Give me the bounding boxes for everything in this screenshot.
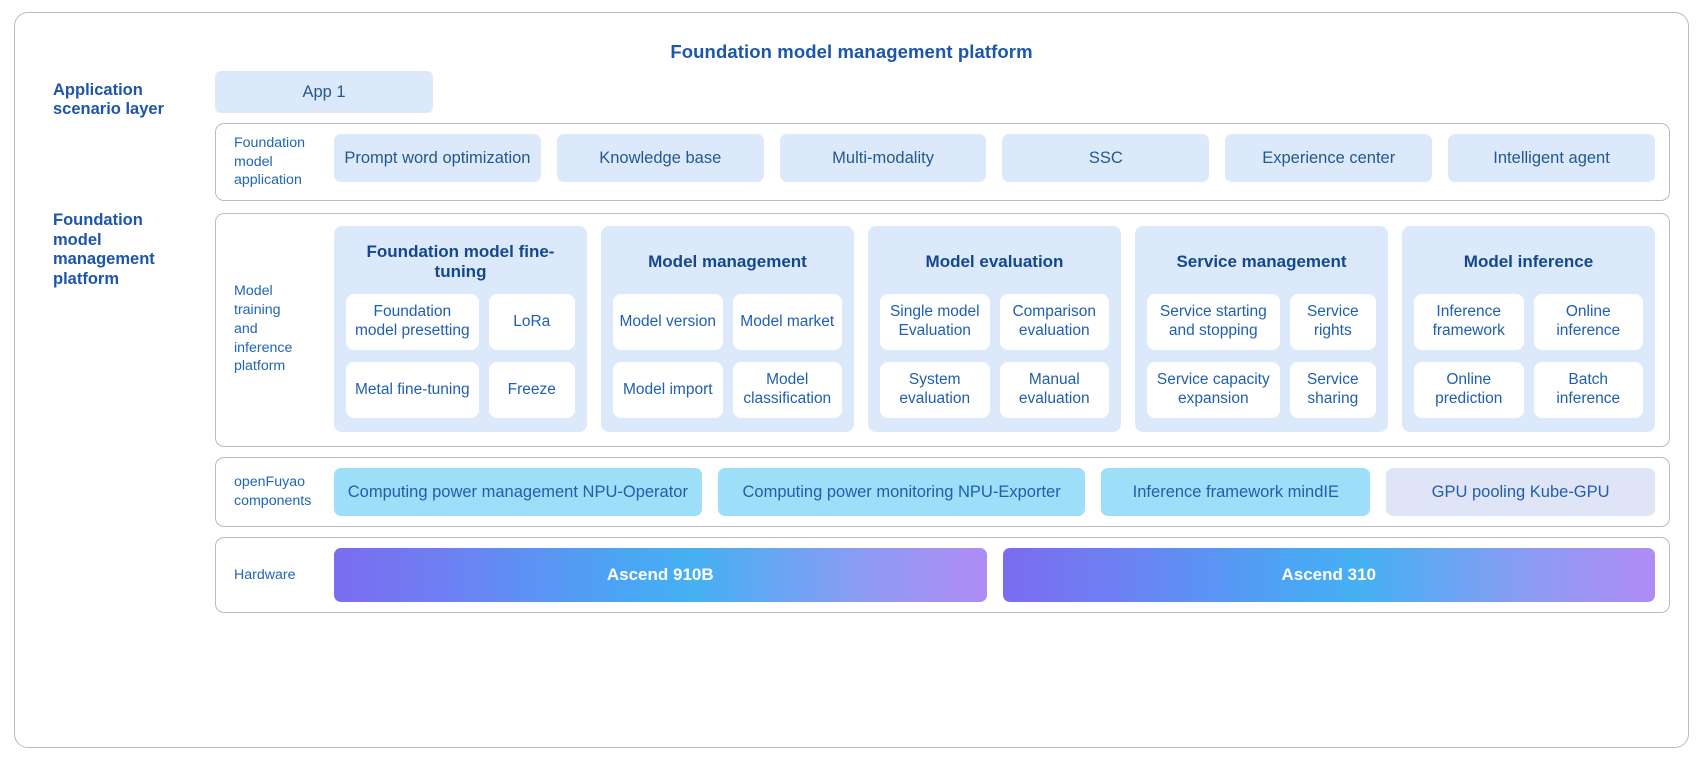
- tile-comparison-evaluation[interactable]: Comparison evaluation: [999, 294, 1109, 351]
- column-service-management: Service management Service starting and …: [1135, 226, 1388, 433]
- foundation-model-application-items: Prompt word optimization Knowledge base …: [334, 134, 1655, 190]
- foundation-model-management-platform-label: Foundation model management platform: [33, 201, 215, 289]
- tile-service-rights[interactable]: Service rights: [1289, 294, 1376, 351]
- tile-row: Inference framework Online inference: [1414, 294, 1643, 351]
- column-model-evaluation: Model evaluation Single model Evaluation…: [868, 226, 1121, 433]
- column-foundation-model-fine-tuning: Foundation model fine-tuning Foundation …: [334, 226, 587, 433]
- fuyao-item-inference-framework-mindie[interactable]: Inference framework mindIE: [1101, 468, 1371, 517]
- fuyao-item-npu-operator[interactable]: Computing power management NPU-Operator: [334, 468, 702, 517]
- hardware-band: Hardware Ascend 910B Ascend 310: [215, 537, 1670, 614]
- tile-row: Online prediction Batch inference: [1414, 362, 1643, 419]
- tile-model-import[interactable]: Model import: [613, 362, 723, 419]
- tile-lora[interactable]: LoRa: [488, 294, 575, 351]
- column-title-model-management: Model management: [648, 252, 807, 271]
- foundation-model-management-platform-layer: Foundation model management platform Mod…: [33, 201, 1670, 614]
- fma-item-knowledge-base[interactable]: Knowledge base: [556, 134, 764, 182]
- model-training-and-inference-platform-label: Model training and inference platform: [230, 226, 334, 432]
- tile-metal-fine-tuning[interactable]: Metal fine-tuning: [346, 362, 479, 419]
- mtip-label-line3: and: [234, 320, 258, 337]
- fmmp-label-line1: Foundation: [53, 211, 143, 230]
- openfuyao-components-items: Computing power management NPU-Operator …: [334, 468, 1655, 517]
- fuyao-item-npu-exporter[interactable]: Computing power monitoring NPU-Exporter: [717, 468, 1086, 517]
- mtip-label-line4: inference: [234, 339, 293, 356]
- fma-label-line3: application: [234, 172, 302, 189]
- application-scenario-layer: Application scenario layer App 1 Foundat…: [33, 71, 1670, 202]
- tile-row: Model version Model market: [613, 294, 842, 351]
- tile-foundation-model-presetting[interactable]: Foundation model presetting: [346, 294, 479, 351]
- foundation-model-management-platform-body: Model training and inference platform Fo…: [215, 201, 1670, 614]
- openfuyao-label-line2: components: [234, 493, 312, 510]
- tile-row: Metal fine-tuning Freeze: [346, 362, 575, 419]
- tile-manual-evaluation[interactable]: Manual evaluation: [999, 362, 1109, 419]
- mtip-label-line2: training: [234, 302, 281, 319]
- column-tiles-model-management: Model version Model market Model import …: [613, 294, 842, 419]
- fma-item-intelligent-agent[interactable]: Intelligent agent: [1448, 134, 1655, 182]
- tile-online-inference[interactable]: Online inference: [1533, 294, 1643, 351]
- tile-system-evaluation[interactable]: System evaluation: [880, 362, 990, 419]
- tile-single-model-evaluation[interactable]: Single model Evaluation: [880, 294, 990, 351]
- fmmp-label-line3: management: [53, 250, 155, 269]
- hardware-items: Ascend 910B Ascend 310: [334, 548, 1655, 603]
- application-layer-label-line1: Application: [53, 81, 143, 99]
- fma-item-experience-center[interactable]: Experience center: [1225, 134, 1433, 182]
- tile-model-market[interactable]: Model market: [732, 294, 842, 351]
- tile-batch-inference[interactable]: Batch inference: [1533, 362, 1643, 419]
- mtip-label-line1: Model: [234, 283, 273, 300]
- column-title-model-evaluation: Model evaluation: [925, 252, 1064, 271]
- hardware-item-ascend-310[interactable]: Ascend 310: [1002, 548, 1655, 603]
- tile-service-starting-and-stopping[interactable]: Service starting and stopping: [1147, 294, 1280, 351]
- foundation-model-application-band: Foundation model application Prompt word…: [215, 123, 1670, 202]
- tile-inference-framework[interactable]: Inference framework: [1414, 294, 1524, 351]
- application-layer-label-line2: scenario layer: [53, 100, 164, 119]
- fmmp-label-line4: platform: [53, 269, 119, 288]
- mtip-label-line5: platform: [234, 358, 286, 375]
- fmmp-label-line2: model: [53, 230, 102, 249]
- platform-columns: Foundation model fine-tuning Foundation …: [334, 226, 1655, 433]
- fma-label-line2: model: [234, 153, 273, 170]
- column-model-management: Model management Model version Model mar…: [601, 226, 854, 433]
- column-tiles-foundation-model-fine-tuning: Foundation model presetting LoRa Metal f…: [346, 294, 575, 419]
- column-title-model-inference: Model inference: [1463, 252, 1594, 271]
- tile-online-prediction[interactable]: Online prediction: [1414, 362, 1524, 419]
- tile-model-version[interactable]: Model version: [613, 294, 723, 351]
- hardware-item-ascend-910b[interactable]: Ascend 910B: [334, 548, 987, 603]
- openfuyao-components-band: openFuyao components Computing power man…: [215, 457, 1670, 528]
- foundation-model-application-label: Foundation model application: [230, 134, 334, 190]
- page-title: Foundation model management platform: [670, 41, 1033, 62]
- fma-item-multi-modality[interactable]: Multi-modality: [779, 134, 987, 182]
- column-title-service-management: Service management: [1176, 252, 1347, 271]
- column-tiles-model-inference: Inference framework Online inference Onl…: [1414, 294, 1643, 419]
- fma-item-prompt-word-optimization[interactable]: Prompt word optimization: [334, 134, 541, 182]
- column-model-inference: Model inference Inference framework Onli…: [1402, 226, 1655, 433]
- fma-item-ssc[interactable]: SSC: [1002, 134, 1210, 182]
- application-scenario-layer-label: Application scenario layer: [33, 71, 215, 120]
- openfuyao-components-label: openFuyao components: [230, 468, 334, 516]
- tile-model-classification[interactable]: Model classification: [732, 362, 842, 419]
- tile-freeze[interactable]: Freeze: [488, 362, 575, 419]
- tile-row: Model import Model classification: [613, 362, 842, 419]
- fuyao-item-gpu-pooling-kube-gpu[interactable]: GPU pooling Kube-GPU: [1386, 468, 1655, 517]
- fma-label-line1: Foundation: [234, 135, 305, 151]
- tile-row: Service starting and stopping Service ri…: [1147, 294, 1376, 351]
- application-scenario-layer-body: App 1 Foundation model application Promp…: [215, 71, 1670, 202]
- tile-row: Service capacity expansion Service shari…: [1147, 362, 1376, 419]
- column-tiles-service-management: Service starting and stopping Service ri…: [1147, 294, 1376, 419]
- openfuyao-label-line1: openFuyao: [234, 474, 305, 491]
- tile-service-capacity-expansion[interactable]: Service capacity expansion: [1147, 362, 1280, 419]
- tile-row: Single model Evaluation Comparison evalu…: [880, 294, 1109, 351]
- column-tiles-model-evaluation: Single model Evaluation Comparison evalu…: [880, 294, 1109, 419]
- model-training-and-inference-platform-band: Model training and inference platform Fo…: [215, 213, 1670, 448]
- platform-outer-frame: Foundation model management platform App…: [14, 12, 1689, 748]
- app-1-chip[interactable]: App 1: [215, 71, 433, 113]
- hardware-label: Hardware: [234, 566, 296, 583]
- tile-service-sharing[interactable]: Service sharing: [1289, 362, 1376, 419]
- tile-row: Foundation model presetting LoRa: [346, 294, 575, 351]
- column-title-foundation-model-fine-tuning: Foundation model fine-tuning: [366, 241, 555, 282]
- tile-row: System evaluation Manual evaluation: [880, 362, 1109, 419]
